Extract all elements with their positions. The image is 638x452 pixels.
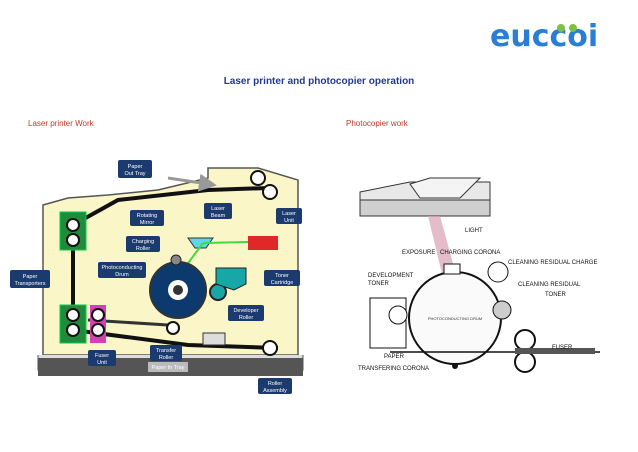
- label-development-toner-1: DEVELOPMENT: [368, 273, 414, 279]
- svg-text:Roller: Roller: [239, 315, 254, 321]
- photocopier-caption: Photocopier work: [346, 119, 408, 128]
- fuser-roller-bottom: [514, 351, 536, 373]
- label-fuser: FUSER: [552, 345, 573, 351]
- svg-text:Beam: Beam: [211, 213, 226, 219]
- svg-text:Roller: Roller: [268, 381, 283, 387]
- logo-owl-eye-icon: [569, 24, 577, 32]
- laser-printer-diagram: Paper Out Tray Laser Beam Laser Unit Rot…: [10, 160, 304, 394]
- euccoi-logo: euccoi: [490, 19, 598, 54]
- laser-printer-caption: Laser printer Work: [28, 119, 94, 128]
- page-title: Laser printer and photocopier operation: [223, 76, 415, 87]
- svg-text:Toner: Toner: [275, 273, 289, 279]
- svg-text:Paper: Paper: [23, 274, 38, 280]
- label-laser-beam: Laser Beam: [204, 203, 232, 219]
- svg-text:Roller: Roller: [159, 355, 174, 361]
- label-paper-out-tray: Paper Out Tray: [118, 160, 152, 178]
- label-charging-corona: CHARGING CORONA: [440, 250, 500, 256]
- svg-text:Laser: Laser: [282, 211, 296, 217]
- svg-text:Transfer: Transfer: [156, 348, 176, 354]
- svg-text:Charging: Charging: [132, 239, 154, 245]
- svg-text:Laser: Laser: [211, 206, 225, 212]
- svg-text:Photoconducting: Photoconducting: [102, 265, 143, 271]
- label-roller-assembly: Roller Assembly: [258, 378, 292, 394]
- label-developer-roller: Developer Roller: [228, 305, 264, 321]
- logo-text: euccoi: [490, 19, 598, 54]
- cleaning-charge-lamp: [487, 261, 509, 283]
- label-rotating-mirror: Rotating Mirror: [130, 210, 164, 226]
- svg-text:Mirror: Mirror: [140, 220, 155, 226]
- drum-label: PHOTOCONDUCTING DRUM: [428, 316, 482, 321]
- label-toner-cartridge: Toner Cartridge: [264, 270, 300, 286]
- label-paper: PAPER: [384, 354, 405, 360]
- photocopier-diagram: PHOTOCONDUCTING DRUM LIGHT EXPOSURE CHAR…: [358, 177, 600, 373]
- label-photoconducting-drum: Photoconducting Drum: [98, 262, 146, 278]
- fuser-roller-top: [514, 329, 536, 351]
- svg-text:Drum: Drum: [115, 272, 129, 278]
- svg-text:Transporters: Transporters: [15, 281, 46, 287]
- paper-path: [71, 225, 279, 350]
- svg-text:Paper: Paper: [128, 164, 143, 170]
- label-cleaning-residual-toner-1: CLEANING RESIDUAL: [518, 282, 581, 288]
- svg-text:Developer: Developer: [233, 308, 258, 314]
- laser-unit: [248, 236, 278, 250]
- logo-owl-eye-icon: [557, 24, 565, 32]
- toner-cartridge: [215, 267, 247, 291]
- svg-text:Unit: Unit: [97, 360, 107, 366]
- svg-text:Roller: Roller: [136, 246, 151, 252]
- label-paper-in-tray: Paper In Tray: [151, 365, 184, 371]
- label-transfering-corona: TRANSFERING CORONA: [358, 366, 429, 372]
- label-cleaning-residual-toner-2: TONER: [545, 292, 567, 298]
- svg-text:Out Tray: Out Tray: [124, 171, 145, 177]
- label-transfer-roller: Transfer Roller: [150, 345, 182, 361]
- label-paper-transporters: Paper Transporters: [10, 270, 50, 288]
- label-cleaning-residual-charge: CLEANING RESIDUAL CHARGE: [508, 260, 597, 266]
- svg-text:Rotating: Rotating: [137, 213, 158, 219]
- svg-text:Unit: Unit: [284, 218, 294, 224]
- svg-text:Cartridge: Cartridge: [271, 280, 294, 286]
- label-fuser-unit: Fuser Unit: [88, 350, 116, 366]
- rotating-mirror: [187, 237, 214, 249]
- label-exposure: EXPOSURE: [402, 250, 435, 256]
- svg-text:Fuser: Fuser: [95, 353, 109, 359]
- label-light: LIGHT: [465, 228, 483, 234]
- label-laser-unit: Laser Unit: [276, 208, 302, 224]
- label-charging-roller: Charging Roller: [126, 236, 160, 252]
- label-development-toner-2: TONER: [368, 281, 390, 287]
- svg-text:Assembly: Assembly: [263, 388, 287, 394]
